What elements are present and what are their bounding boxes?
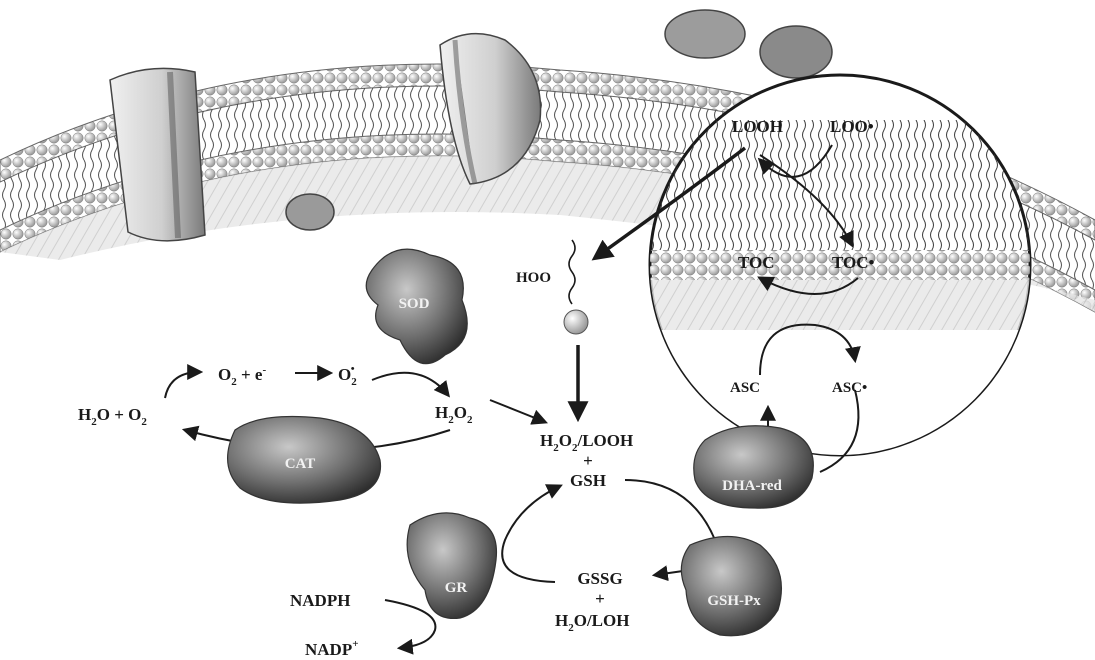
arrow-gssg-to-gsh	[502, 486, 560, 582]
label-toc-radical: TOC•	[832, 253, 875, 272]
enzyme-cat: CAT	[228, 417, 381, 504]
label-gssg: GSSG	[577, 569, 622, 588]
enzyme-cat-label: CAT	[285, 456, 316, 472]
label-loo-radical: LOO•	[830, 117, 874, 136]
label-nadph: NADPH	[290, 591, 350, 610]
arrow-h2o2-to-center	[490, 400, 545, 422]
arrow-water-to-oxygen	[165, 372, 200, 398]
label-o2-plus-electron: O2 + e-	[218, 364, 266, 388]
hoo-lipid	[564, 240, 588, 334]
label-superoxide: O2•	[338, 363, 357, 388]
enzyme-gshpx-label: GSH-Px	[707, 593, 761, 609]
label-h2o2: H2O2	[435, 403, 473, 426]
enzyme-dha-red: DHA-red	[694, 426, 814, 508]
enzyme-gr-label: GR	[445, 580, 468, 596]
peripheral-protein-3	[286, 194, 334, 230]
enzyme-sod-label: SOD	[399, 296, 430, 312]
label-hoo: HOO	[516, 270, 551, 286]
peripheral-protein-1	[665, 10, 745, 58]
hoo-lipid-head	[564, 310, 588, 334]
label-gsh: GSH	[570, 471, 606, 490]
label-toc: TOC	[738, 253, 775, 272]
label-h2o-loh: H2O/LOH	[555, 611, 629, 634]
label-asc-radical: ASC•	[832, 380, 867, 396]
arrow-superoxide-to-h2o2	[372, 373, 448, 395]
label-nadp: NADP+	[305, 638, 359, 659]
arrow-nadph-to-nadp	[385, 600, 435, 648]
enzyme-gsh-px: GSH-Px	[681, 537, 781, 636]
label-water-oxygen: H2O + O2	[78, 405, 147, 428]
enzyme-dhared-label: DHA-red	[722, 478, 782, 494]
peripheral-protein-2	[760, 26, 832, 78]
enzyme-gr: GR	[407, 513, 496, 619]
label-asc: ASC	[730, 380, 760, 396]
label-looh: LOOH	[732, 117, 783, 136]
label-plus-1: +	[583, 451, 593, 470]
label-plus-2: +	[595, 589, 605, 608]
enzyme-sod: SOD	[366, 249, 467, 364]
